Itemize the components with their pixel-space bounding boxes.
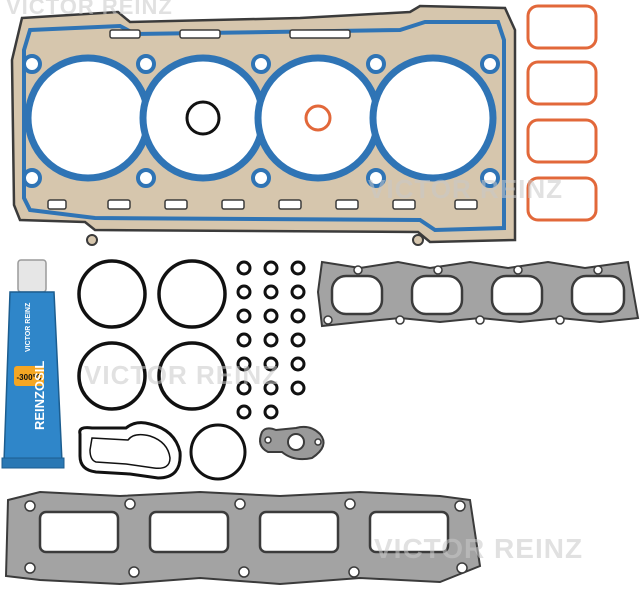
valve-stem-seal — [263, 332, 279, 348]
large-o-ring — [77, 259, 147, 329]
cylinder-head-gasket — [10, 4, 517, 246]
valve-stem-seal — [263, 308, 279, 324]
exhaust-manifold-gasket — [316, 260, 640, 328]
cylinder-bore-1 — [24, 54, 152, 182]
coolant-slots — [47, 29, 478, 210]
valve-stem-seal — [263, 356, 279, 372]
exhaust-port — [490, 274, 544, 316]
egr-bolt-hole — [314, 438, 322, 446]
valve-stem-seal — [236, 404, 252, 420]
tube-crimp — [1, 457, 65, 469]
intake-gasket-plate — [4, 490, 482, 586]
intake-port — [148, 510, 230, 554]
sealant-tube: -300°C REINZOSIL VICTOR REINZ — [1, 259, 65, 469]
valve-stem-seal — [263, 380, 279, 396]
orange-intake-seal — [526, 118, 598, 164]
head-gasket-outer-bead — [22, 20, 506, 233]
valve-stem-seal — [236, 284, 252, 300]
valve-stem-seal — [236, 380, 252, 396]
valve-stem-seal — [290, 332, 306, 348]
valve-stem-seal — [236, 332, 252, 348]
valve-stem-seal — [263, 260, 279, 276]
watermark-text: VICTOR REINZ — [84, 360, 279, 390]
thermostat-housing-gasket — [78, 421, 182, 480]
intake-port — [38, 510, 120, 554]
valve-stem-seal — [290, 380, 306, 396]
valve-stem-seal — [290, 284, 306, 300]
tube-temperature-label: -300°C — [17, 373, 42, 382]
large-o-ring — [157, 341, 227, 411]
orange-intake-seal — [526, 60, 598, 106]
valve-stem-seal — [290, 356, 306, 372]
head-bolt-holes — [22, 54, 500, 188]
dowel-hole — [412, 234, 424, 246]
tube-cap — [17, 259, 47, 293]
cylinder-bore-3 — [254, 54, 382, 182]
dowel-hole — [86, 234, 98, 246]
large-o-ring — [77, 341, 147, 411]
exhaust-port — [330, 274, 384, 316]
large-o-rings — [77, 259, 227, 411]
cylinder-bore-2 — [139, 54, 267, 182]
valve-stem-seal — [290, 308, 306, 324]
round-seal-ring — [189, 423, 247, 481]
valve-stem-seal — [263, 404, 279, 420]
valve-stem-seal — [290, 260, 306, 276]
intake-port — [368, 510, 450, 554]
tube-product-text: REINZOSIL — [32, 361, 47, 430]
tube-brand-text: VICTOR REINZ — [25, 302, 32, 352]
orange-intake-seal — [526, 4, 598, 50]
black-o-ring-small — [185, 100, 221, 136]
tube-temperature-badge — [14, 366, 44, 386]
valve-stem-seals — [236, 260, 306, 420]
orange-intake-seals — [526, 4, 598, 222]
egr-bolt-hole — [264, 436, 272, 444]
watermark-text: VICTOR REINZ — [6, 0, 173, 19]
cylinder-bore-4 — [369, 54, 497, 182]
orange-intake-seal — [526, 176, 598, 222]
intake-port — [258, 510, 340, 554]
brand-watermarks: VICTOR REINZ VICTOR REINZ VICTOR REINZ V… — [6, 0, 583, 564]
valve-stem-seal — [263, 284, 279, 300]
orange-o-ring-small — [304, 104, 332, 132]
large-o-ring — [157, 259, 227, 329]
valve-stem-seal — [236, 260, 252, 276]
thermostat-housing-gasket-inner — [89, 433, 171, 470]
intake-manifold-gasket — [4, 490, 482, 586]
valve-stem-seal — [236, 308, 252, 324]
egr-flange-hole — [287, 433, 305, 451]
exhaust-port — [410, 274, 464, 316]
valve-stem-seal — [236, 356, 252, 372]
watermark-text: VICTOR REINZ — [368, 174, 563, 204]
exhaust-port — [570, 274, 626, 316]
watermark-text: VICTOR REINZ — [374, 533, 583, 564]
